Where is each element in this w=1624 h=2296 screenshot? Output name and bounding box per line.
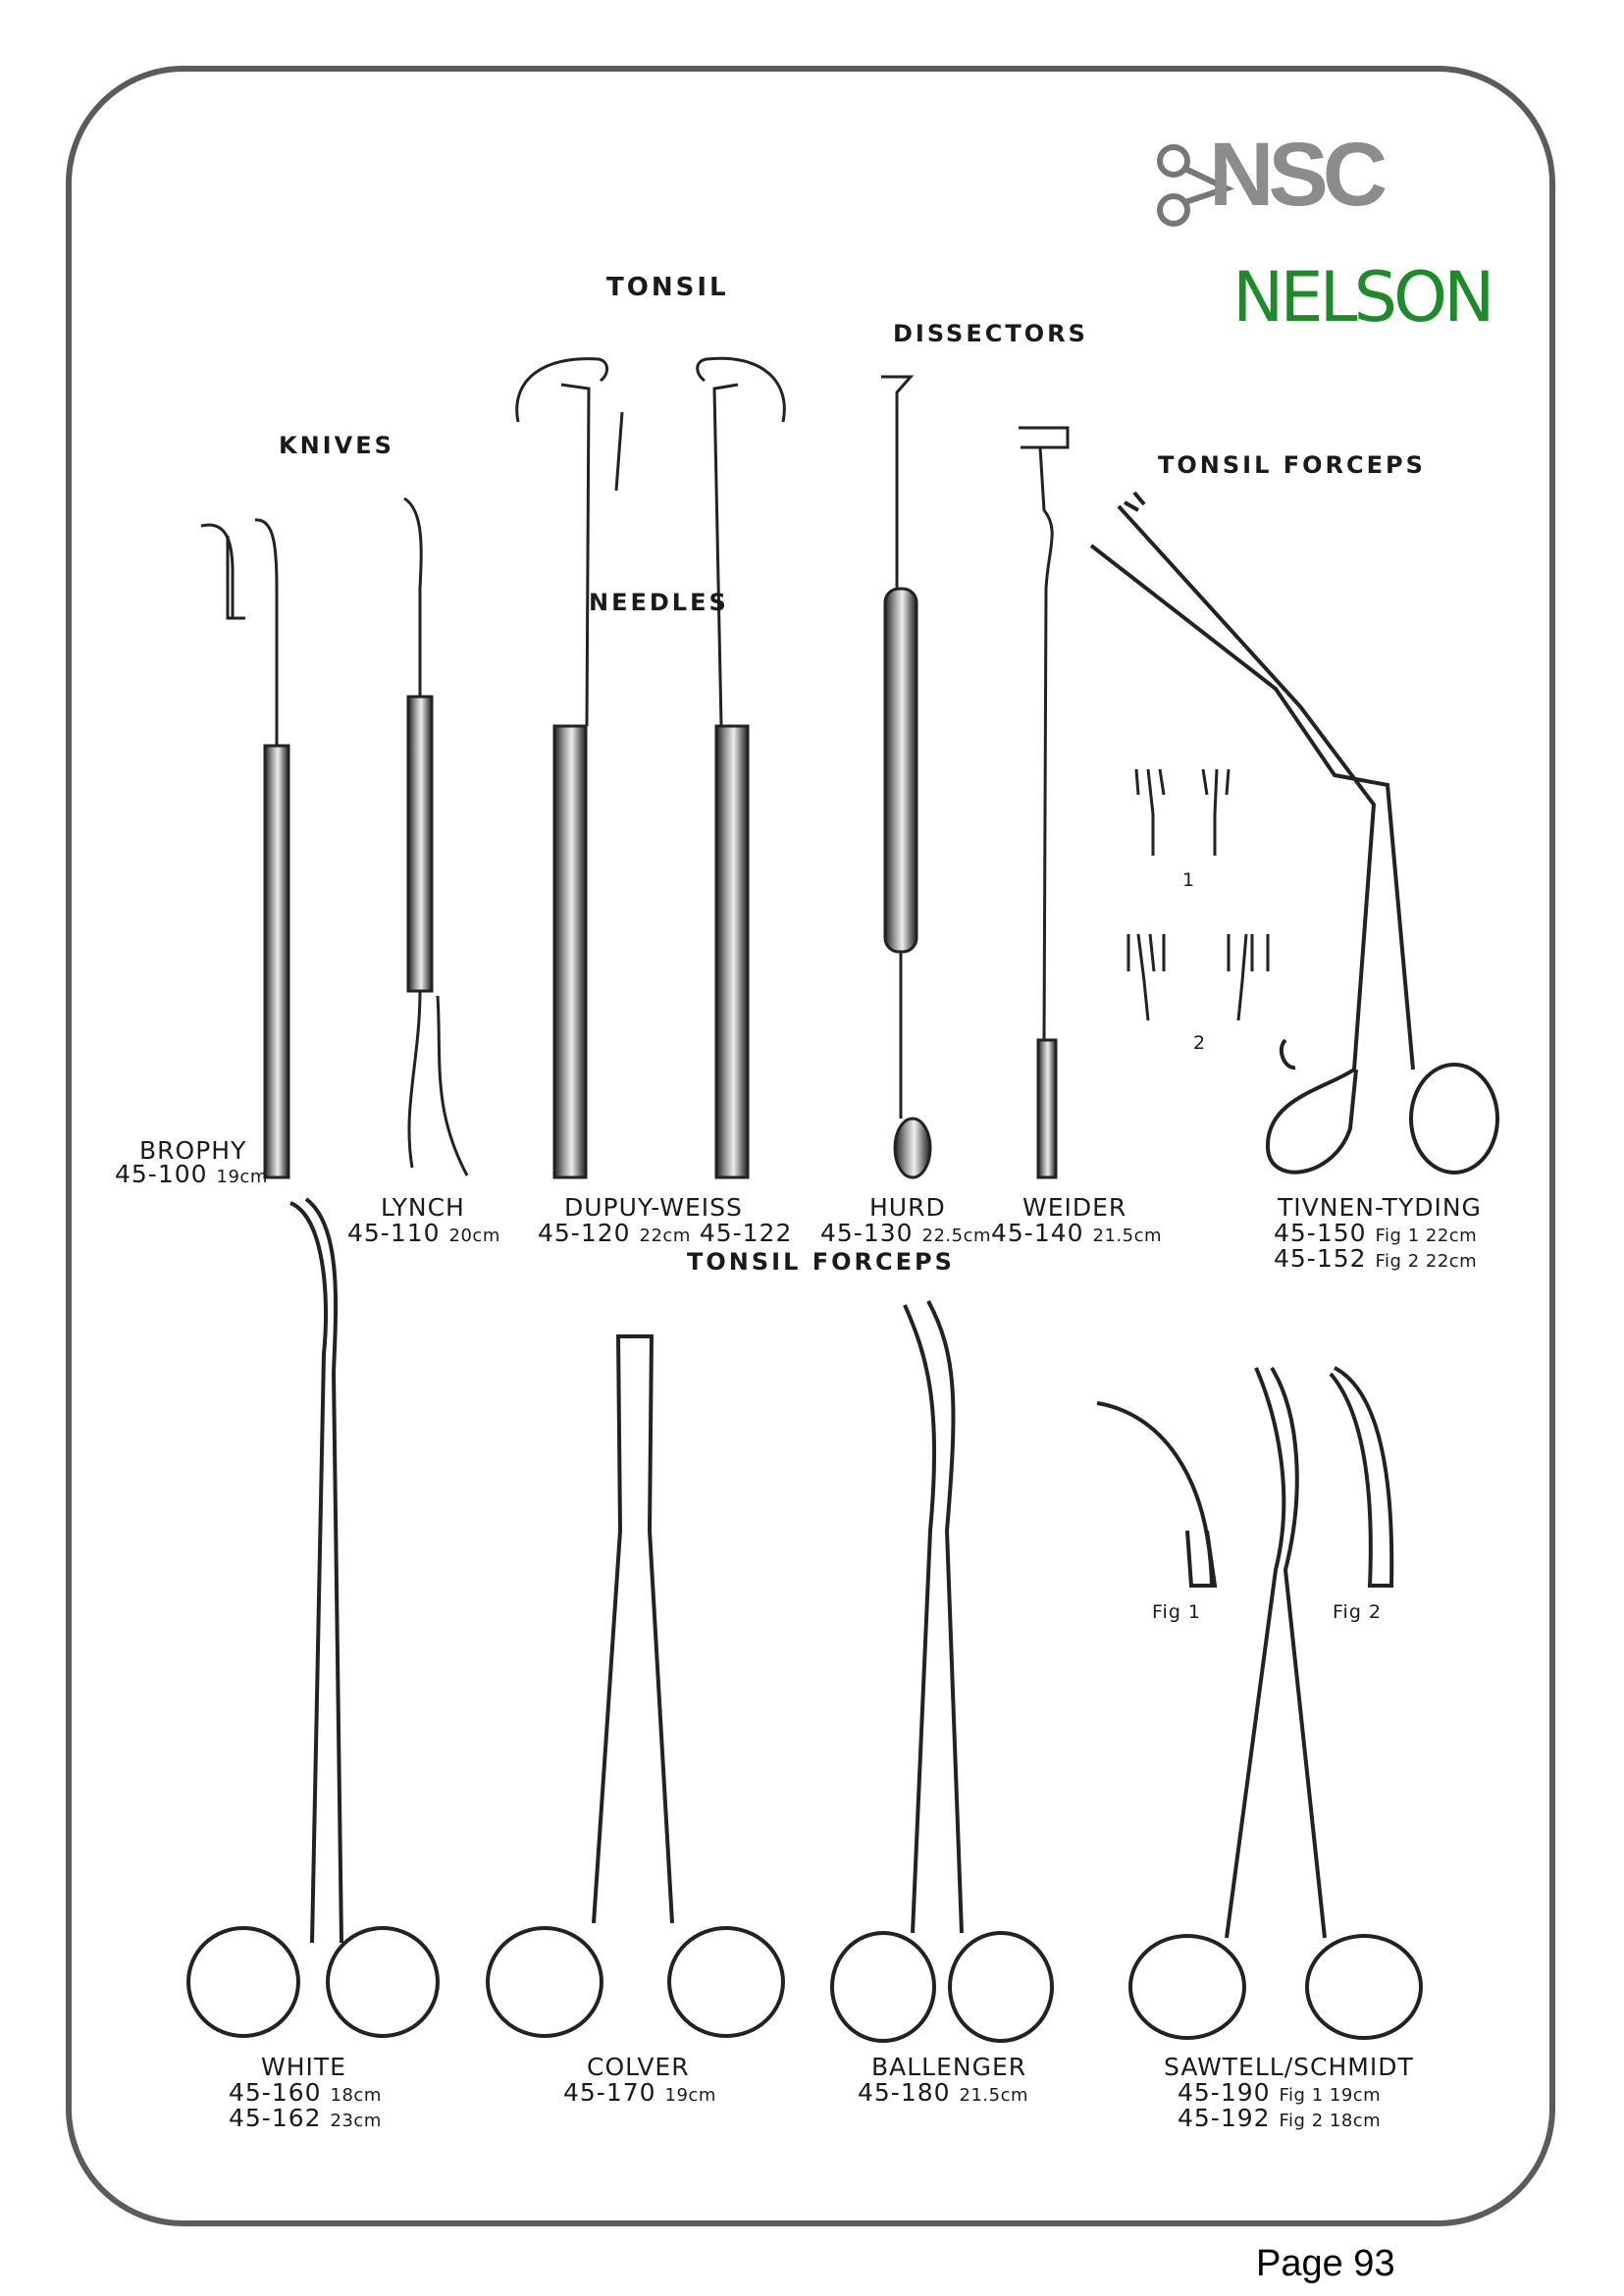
product-code-brophy: 45-100 19cm — [115, 1160, 268, 1188]
product-code-hurd: 45-130 22.5cm — [820, 1219, 992, 1247]
figure-label-fig1: Fig 1 — [1152, 1601, 1202, 1623]
product-code-sawtell-schmidt-2: 45-192 Fig 2 18cm — [1178, 2104, 1382, 2132]
brand-name: NELSON — [1232, 257, 1494, 338]
product-name-colver: COLVER — [587, 2053, 690, 2081]
product-code-white-1: 45-160 18cm — [229, 2078, 382, 2107]
product-name-tivnen-tyding: TIVNEN-TYDING — [1278, 1193, 1482, 1222]
white-forceps-illustration — [186, 1197, 440, 2038]
product-name-dupuy-weiss: DUPUY-WEISS — [564, 1193, 743, 1222]
product-code-sawtell-schmidt-1: 45-190 Fig 1 19cm — [1178, 2078, 1382, 2107]
product-name-brophy: BROPHY — [139, 1136, 247, 1165]
product-name-ballenger: BALLENGER — [871, 2053, 1027, 2081]
product-code-lynch: 45-110 20cm — [347, 1219, 500, 1247]
page-number: Page 93 — [1256, 2243, 1395, 2284]
heading-tonsil-forceps-top: TONSIL FORCEPS — [1158, 451, 1426, 479]
product-name-hurd: HURD — [869, 1193, 946, 1222]
figure-label-1: 1 — [1182, 869, 1196, 891]
weider-illustration — [1019, 426, 1070, 1179]
product-code-white-2: 45-162 23cm — [229, 2104, 382, 2132]
heading-needles: NEEDLES — [589, 589, 729, 616]
product-code-tivnen-tyding-1: 45-150 Fig 1 22cm — [1274, 1219, 1478, 1247]
figure-label-2: 2 — [1193, 1032, 1207, 1054]
colver-forceps-illustration — [486, 1333, 785, 2038]
dupuy-weiss-needle-illustration — [515, 356, 786, 1179]
ballenger-forceps-illustration — [830, 1300, 1054, 2043]
product-code-weider: 45-140 21.5cm — [991, 1219, 1163, 1247]
product-code-tivnen-tyding-2: 45-152 Fig 2 22cm — [1274, 1244, 1478, 1273]
tivnen-tyding-forceps-illustration — [1089, 491, 1499, 1174]
brophy-knife-illustration — [200, 518, 290, 1179]
product-name-lynch: LYNCH — [381, 1193, 465, 1222]
lynch-knife-illustration — [403, 496, 469, 1176]
figure-label-fig2: Fig 2 — [1333, 1601, 1383, 1623]
heading-dissectors: DISSECTORS — [893, 320, 1088, 347]
tivnen-tyding-jaw-details — [1126, 768, 1270, 1021]
hurd-dissector-illustration — [881, 375, 932, 1179]
product-name-sawtell-schmidt: SAWTELL/SCHMIDT — [1164, 2053, 1414, 2081]
logo-scissors-icon — [1157, 144, 1235, 227]
product-name-white: WHITE — [261, 2053, 346, 2081]
page-frame — [66, 66, 1555, 2226]
product-code-ballenger: 45-180 21.5cm — [858, 2078, 1029, 2107]
product-name-weider: WEIDER — [1022, 1193, 1127, 1222]
heading-tonsil-forceps-mid: TONSIL FORCEPS — [687, 1248, 955, 1276]
heading-tonsil: TONSIL — [606, 273, 729, 302]
sawtell-schmidt-forceps-illustration — [1096, 1366, 1423, 2040]
brand-mark: NSC — [1209, 125, 1388, 225]
product-code-colver: 45-170 19cm — [563, 2078, 716, 2107]
heading-knives: KNIVES — [279, 432, 394, 459]
product-code-dupuy-weiss: 45-120 22cm 45-122 — [538, 1219, 793, 1247]
